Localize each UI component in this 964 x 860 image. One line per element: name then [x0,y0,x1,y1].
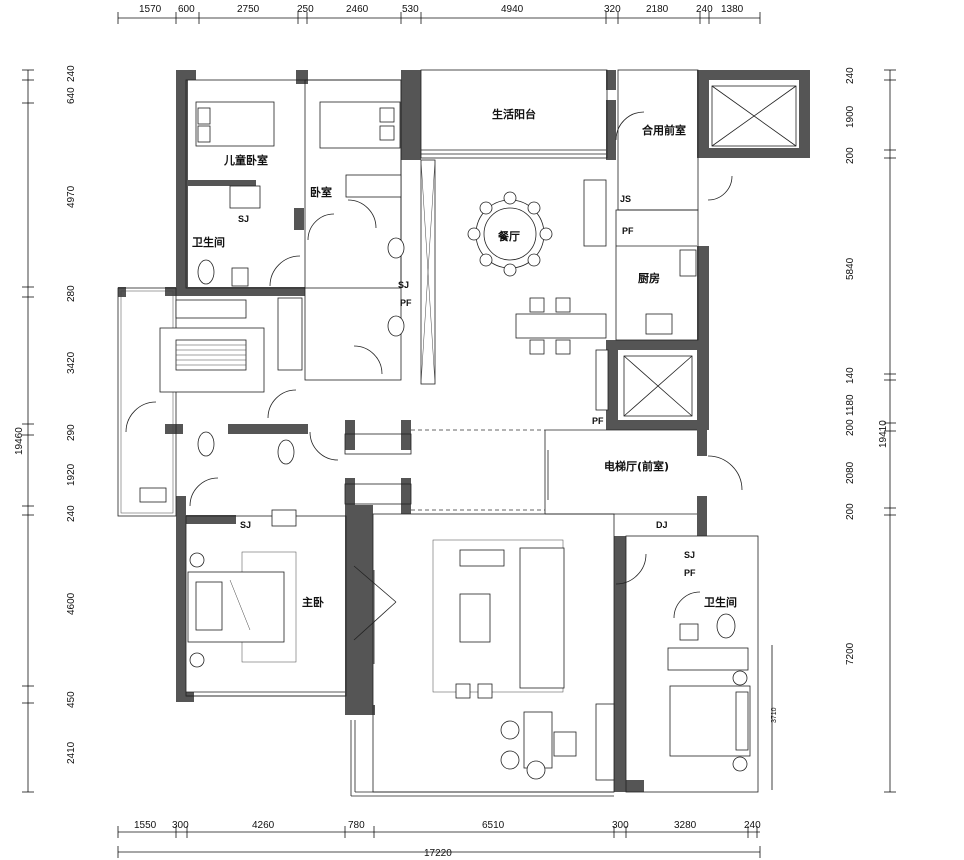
bottom-dim-3: 4260 [252,820,275,831]
top-dim-2: 600 [178,4,195,15]
room-dining: 餐厅 [497,229,520,243]
bath-fixtures [139,237,736,641]
bottom-dim-7: 3280 [674,820,697,831]
bottom-dim-8: 240 [744,820,761,831]
room-elevator-hall: 电梯厅(前室) [604,459,669,473]
left-dim-8: 240 [66,505,77,522]
bottom-dimensions: 1550 300 4260 780 6510 300 3280 240 1722… [134,820,761,859]
right-dim-total: 19410 [878,420,889,448]
tag-sj-3: SJ [240,520,251,530]
kids-bed [195,101,275,147]
wardrobes [229,174,749,781]
right-dim-1: 240 [845,67,856,84]
room-master-bedroom: 主卧 [302,595,324,609]
equipment-tags: SJ SJ PF JS PF PF SJ DJ SJ PF [238,194,696,578]
dining-table [467,191,553,277]
right-dim-6: 1180 [845,394,856,416]
top-dim-10: 240 [696,4,713,15]
room-labels: 儿童卧室 卧室 卫生间 生活阳台 合用前室 餐厅 厨房 电梯厅(前室) 主卧 卫… [192,107,737,609]
right-dim-7: 200 [845,419,856,436]
tag-pf-4: PF [684,568,696,578]
left-dim-9: 4600 [66,592,77,615]
tag-dj: DJ [656,520,668,530]
bottom-dim-2: 300 [172,820,189,831]
bottom-dim-total: 17220 [424,848,452,859]
right-dim-5: 140 [845,367,856,384]
living-sofa-area [432,539,577,780]
inner-dim: 3710 [771,707,778,723]
left-dim-7: 1920 [66,463,77,486]
room-shared-front-room: 合用前室 [642,123,686,137]
bottom-dim-4: 780 [348,820,365,831]
walls [118,70,810,792]
tag-sj-4: SJ [684,550,695,560]
left-dim-total: 19460 [14,427,25,455]
top-dim-5: 2460 [346,4,369,15]
right-dim-8: 2080 [845,461,856,484]
left-dim-5: 3420 [66,351,77,374]
kitchen-counter [515,245,697,355]
right-bed [669,670,751,772]
top-dim-11: 1380 [721,4,744,15]
right-dim-10: 7200 [845,642,856,665]
tag-js: JS [620,194,631,204]
top-dim-6: 530 [402,4,419,15]
top-dim-4: 250 [297,4,314,15]
room-bedroom: 卧室 [310,185,332,199]
room-kids-bedroom: 儿童卧室 [223,153,268,167]
right-dim-3: 200 [845,147,856,164]
tag-pf-1: PF [400,298,412,308]
bottom-dim-6: 300 [612,820,629,831]
elevator-shaft-center [623,355,693,417]
elevator-shaft-top [711,85,797,147]
right-dim-4: 5840 [845,257,856,280]
doors [125,111,743,664]
top-dim-9: 2180 [646,4,669,15]
dimension-lines [22,12,896,858]
left-dim-11: 2410 [66,741,77,764]
top-dim-8: 320 [604,4,621,15]
top-dimensions: 1570 600 2750 250 2460 530 4940 320 2180… [139,4,744,15]
room-bathroom-1: 卫生间 [192,235,225,249]
top-dim-1: 1570 [139,4,162,15]
bedroom-bed [319,101,401,149]
left-dim-4: 280 [66,285,77,302]
right-dimensions: 240 1900 200 5840 140 1180 200 2080 200 … [771,67,889,723]
right-dim-2: 1900 [845,105,856,128]
tag-pf-2: PF [622,226,634,236]
tag-pf-3: PF [592,416,604,426]
left-dim-3: 4970 [66,185,77,208]
right-dim-9: 200 [845,503,856,520]
room-kitchen: 厨房 [638,271,660,285]
master-bed [187,551,297,668]
tag-sj-1: SJ [238,214,249,224]
bottom-dim-5: 6510 [482,820,505,831]
left-dim-1: 240 [66,65,77,82]
tag-sj-2: SJ [398,280,409,290]
guest-bed [159,299,265,393]
top-dim-3: 2750 [237,4,260,15]
left-dim-10: 450 [66,691,77,708]
left-dim-6: 290 [66,424,77,441]
wall-outlines [117,69,759,797]
left-dimensions: 240 640 4970 280 3420 290 1920 240 4600 … [14,65,77,764]
left-dim-2: 640 [66,87,77,104]
room-living-balcony: 生活阳台 [492,107,536,121]
top-dim-7: 4940 [501,4,524,15]
room-bathroom-2: 卫生间 [704,595,737,609]
bottom-dim-1: 1550 [134,820,157,831]
